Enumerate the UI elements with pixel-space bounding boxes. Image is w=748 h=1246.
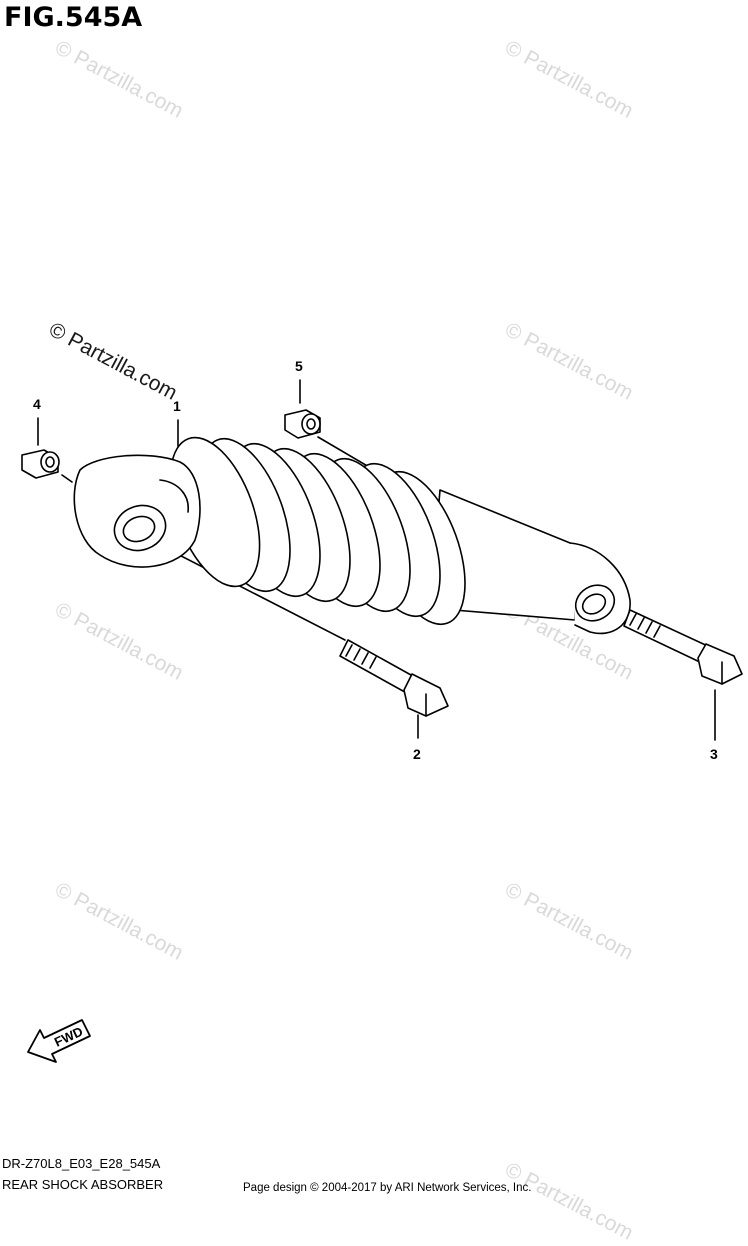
- callout-3: 3: [710, 746, 718, 762]
- fwd-arrow-icon: [27, 1019, 91, 1063]
- bolt-3: [623, 609, 743, 685]
- page-credit: Page design © 2004-2017 by ARI Network S…: [243, 1182, 532, 1194]
- callout-5: 5: [295, 358, 303, 374]
- upper-eye: [73, 454, 201, 568]
- figure-title: FIG.545A: [4, 2, 143, 33]
- callout-4: 4: [33, 396, 41, 412]
- leader-line-4b: [61, 474, 73, 483]
- callout-2: 2: [413, 746, 421, 762]
- nut-4: [21, 449, 60, 479]
- bolt-2: [339, 639, 449, 717]
- shock-spring: [169, 436, 466, 626]
- leader-line-2: [149, 539, 346, 641]
- shock-body: [429, 489, 631, 635]
- parts-diagram: FWD: [21, 379, 743, 1063]
- diagram-name: REAR SHOCK ABSORBER: [2, 1177, 164, 1192]
- diagram-code: DR-Z70L8_E03_E28_545A: [2, 1156, 161, 1171]
- callout-1: 1: [173, 398, 181, 414]
- nut-5: [284, 409, 321, 439]
